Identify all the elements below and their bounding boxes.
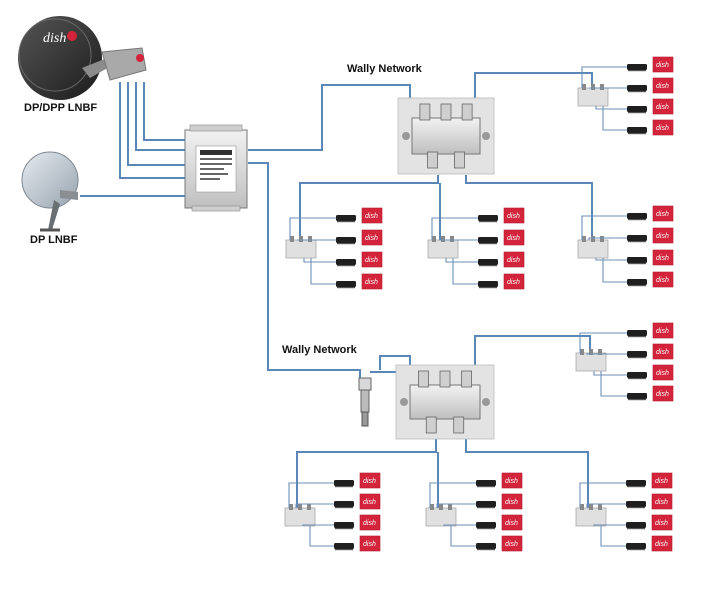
receiver-brand-text: dish bbox=[656, 83, 669, 90]
receiver-icon: dish bbox=[336, 229, 383, 246]
receiver-icon: dish bbox=[336, 251, 383, 268]
receiver-brand-text: dish bbox=[656, 211, 669, 218]
receiver-icon: dish bbox=[627, 271, 674, 288]
receiver-brand-text: dish bbox=[656, 125, 669, 132]
receiver-icon: dish bbox=[476, 493, 523, 510]
receiver-icon: dish bbox=[476, 514, 523, 531]
receiver-icon: dish bbox=[627, 56, 674, 73]
main-splitter-top bbox=[397, 97, 495, 175]
splitter-cluster-bottom-left bbox=[284, 482, 334, 547]
label-dp-dpp-lnbf: DP/DPP LNBF bbox=[24, 102, 98, 114]
receiver-icon: dish bbox=[476, 535, 523, 552]
receiver-brand-text: dish bbox=[365, 279, 378, 286]
receiver-brand-text: dish bbox=[656, 62, 669, 69]
receiver-icon: dish bbox=[627, 227, 674, 244]
receiver-brand-text: dish bbox=[505, 541, 518, 548]
receiver-icon: dish bbox=[478, 251, 525, 268]
splitter-cluster-bottom-top-right bbox=[575, 332, 627, 397]
dish-logo-text: dish bbox=[43, 31, 66, 46]
receiver-icon: dish bbox=[478, 229, 525, 246]
receiver-icon: dish bbox=[478, 207, 525, 224]
splitters-layer bbox=[284, 66, 627, 547]
receiver-brand-text: dish bbox=[363, 499, 376, 506]
receiver-brand-text: dish bbox=[656, 255, 669, 262]
receiver-icon: dish bbox=[626, 514, 673, 531]
receiver-brand-text: dish bbox=[507, 257, 520, 264]
receiver-icon: dish bbox=[478, 273, 525, 290]
receiver-icon: dish bbox=[627, 119, 674, 136]
receiver-brand-text: dish bbox=[505, 520, 518, 527]
receivers-layer: dish dish dish dish dish dish dish dish dish dish… bbox=[334, 56, 674, 552]
splitter-cluster-mid-center bbox=[427, 217, 478, 285]
receiver-icon: dish bbox=[627, 205, 674, 222]
inline-filter-icon bbox=[358, 377, 372, 427]
receiver-icon: dish bbox=[627, 98, 674, 115]
receiver-icon: dish bbox=[336, 207, 383, 224]
receiver-brand-text: dish bbox=[655, 520, 668, 527]
splitter-cluster-mid-right bbox=[577, 215, 627, 283]
receiver-brand-text: dish bbox=[365, 213, 378, 220]
main-cables bbox=[80, 72, 593, 508]
receiver-brand-text: dish bbox=[507, 235, 520, 242]
receiver-icon: dish bbox=[627, 249, 674, 266]
receiver-brand-text: dish bbox=[656, 349, 669, 356]
receiver-brand-text: dish bbox=[656, 233, 669, 240]
receiver-brand-text: dish bbox=[656, 370, 669, 377]
receiver-icon: dish bbox=[627, 385, 674, 402]
receiver-icon: dish bbox=[627, 322, 674, 339]
dish-dp-icon bbox=[21, 151, 79, 232]
receiver-brand-text: dish bbox=[655, 478, 668, 485]
receiver-brand-text: dish bbox=[363, 478, 376, 485]
receiver-icon: dish bbox=[627, 364, 674, 381]
splitter-cluster-top-right bbox=[577, 66, 627, 131]
splitter-cluster-bottom-right bbox=[575, 482, 626, 547]
dpp44-switch bbox=[184, 124, 248, 212]
receiver-icon: dish bbox=[334, 493, 381, 510]
receiver-brand-text: dish bbox=[505, 478, 518, 485]
receiver-icon: dish bbox=[627, 343, 674, 360]
receiver-brand-text: dish bbox=[655, 499, 668, 506]
receiver-brand-text: dish bbox=[656, 391, 669, 398]
label-dp-lnbf: DP LNBF bbox=[30, 234, 78, 246]
receiver-brand-text: dish bbox=[656, 277, 669, 284]
receiver-brand-text: dish bbox=[655, 541, 668, 548]
receiver-brand-text: dish bbox=[507, 213, 520, 220]
receiver-brand-text: dish bbox=[363, 541, 376, 548]
receiver-brand-text: dish bbox=[656, 104, 669, 111]
receiver-icon: dish bbox=[334, 472, 381, 489]
label-wally-network-bottom: Wally Network bbox=[282, 344, 357, 356]
receiver-icon: dish bbox=[626, 472, 673, 489]
splitter-cluster-bottom-center bbox=[425, 482, 476, 547]
label-wally-network-top: Wally Network bbox=[347, 63, 422, 75]
receiver-brand-text: dish bbox=[365, 257, 378, 264]
dish-dp-dpp-icon: dish bbox=[18, 16, 147, 100]
main-splitter-bottom bbox=[395, 364, 495, 440]
receiver-icon: dish bbox=[336, 273, 383, 290]
receiver-icon: dish bbox=[626, 535, 673, 552]
receiver-icon: dish bbox=[476, 472, 523, 489]
receiver-icon: dish bbox=[334, 535, 381, 552]
receiver-brand-text: dish bbox=[507, 279, 520, 286]
splitter-cluster-mid-left bbox=[285, 217, 336, 285]
receiver-icon: dish bbox=[627, 77, 674, 94]
receiver-brand-text: dish bbox=[365, 235, 378, 242]
receiver-brand-text: dish bbox=[656, 328, 669, 335]
receiver-brand-text: dish bbox=[505, 499, 518, 506]
receiver-icon: dish bbox=[334, 514, 381, 531]
receiver-brand-text: dish bbox=[363, 520, 376, 527]
receiver-icon: dish bbox=[626, 493, 673, 510]
